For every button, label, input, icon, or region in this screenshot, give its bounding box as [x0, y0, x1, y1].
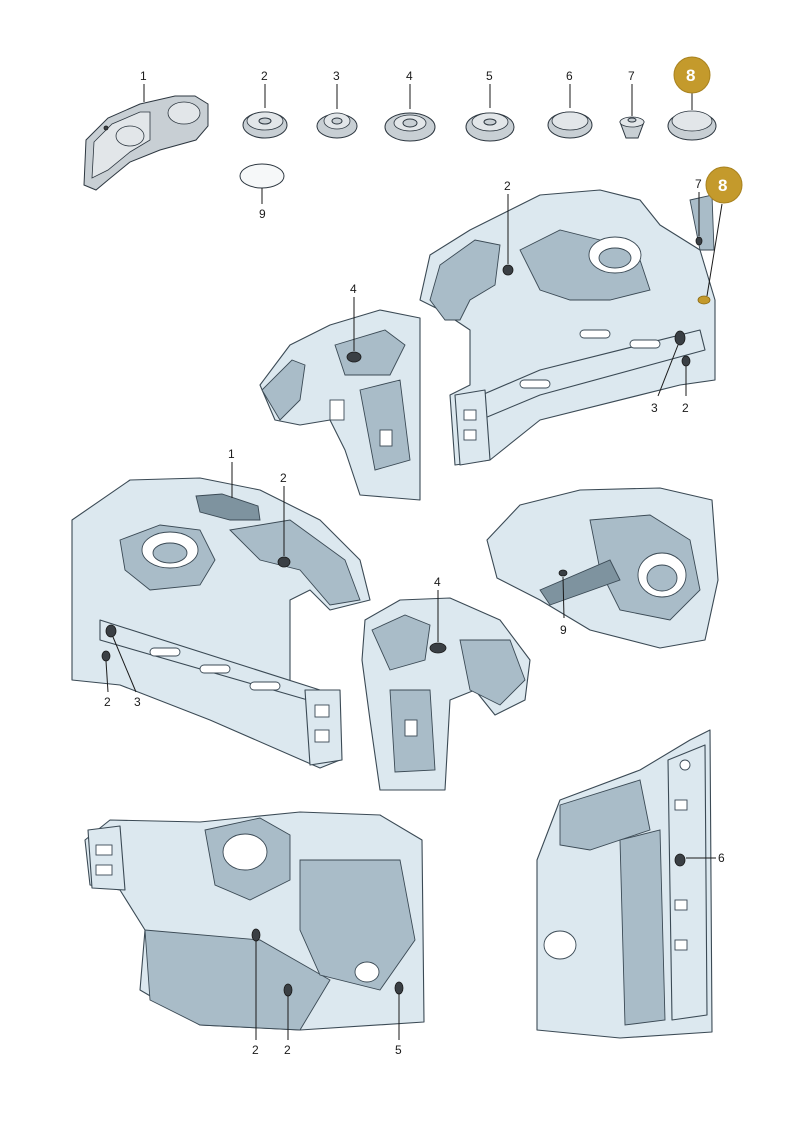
part-8-grommet[interactable]: [667, 110, 717, 141]
patch-9-location-e[interactable]: [558, 569, 568, 577]
label-part-8: 8: [686, 66, 695, 85]
label-part-5: 5: [486, 69, 493, 83]
grommet-6-location-g[interactable]: [674, 853, 686, 867]
label-a-2-bottom: 2: [682, 401, 689, 415]
part-8-badge-view-a[interactable]: 8: [705, 166, 743, 204]
leader-e-9: [562, 576, 565, 619]
label-a-3: 3: [651, 401, 658, 415]
grommet-2-location-a[interactable]: [502, 264, 514, 276]
grommet-8-location-a[interactable]: [697, 295, 711, 305]
leader-a-3: [657, 344, 679, 397]
label-c-2-top: 2: [280, 471, 287, 485]
label-b-4: 4: [350, 282, 357, 296]
part-9-patch[interactable]: [239, 163, 285, 189]
label-part-1: 1: [140, 69, 147, 83]
part-5-grommet[interactable]: [465, 112, 515, 142]
plug-7-location-a[interactable]: [695, 236, 703, 246]
view-strut-tower-left: [361, 597, 531, 791]
grommet-2-location-f2[interactable]: [283, 983, 293, 997]
view-front-right-structure: [419, 189, 716, 466]
grommet-2-location-a2[interactable]: [681, 355, 691, 367]
label-part-3: 3: [333, 69, 340, 83]
label-e-9: 9: [560, 623, 567, 637]
view-strut-tower-right: [259, 309, 421, 501]
part-8-highlight-badge[interactable]: 8: [673, 56, 711, 94]
label-c-2-bottom: 2: [104, 695, 111, 709]
label-f-2-left: 2: [252, 1043, 259, 1057]
label-f-5: 5: [395, 1043, 402, 1057]
part-1-cover[interactable]: [83, 95, 209, 191]
label-part-9: 9: [259, 207, 266, 221]
grommet-2-location-c2[interactable]: [101, 650, 111, 662]
leader-c-3: [112, 636, 137, 693]
label-c-1: 1: [228, 447, 235, 461]
grommet-3-location-c[interactable]: [105, 624, 117, 638]
grommet-4-location-b[interactable]: [346, 351, 362, 363]
grommet-2-location-f[interactable]: [251, 928, 261, 942]
grommet-5-location-f[interactable]: [394, 981, 404, 995]
part-6-grommet[interactable]: [547, 111, 593, 139]
label-a-2-top: 2: [504, 179, 511, 193]
view-front-left-structure: [71, 477, 371, 769]
view-floor-section: [84, 811, 425, 1031]
label-a-7: 7: [695, 177, 702, 191]
view-door-pillar: [536, 729, 713, 1039]
leader-c-2-bottom: [105, 660, 109, 693]
label-part-4: 4: [406, 69, 413, 83]
label-part-2: 2: [261, 69, 268, 83]
part-3-grommet[interactable]: [316, 112, 358, 139]
grommet-2-location-c[interactable]: [277, 556, 291, 568]
label-a-8: 8: [718, 176, 727, 195]
view-wheelhouse-detail: [486, 487, 719, 649]
part-4-grommet[interactable]: [384, 112, 436, 142]
label-part-6: 6: [566, 69, 573, 83]
leader-a-8: [706, 203, 723, 297]
part-2-grommet[interactable]: [242, 111, 288, 139]
grommet-4-location-d[interactable]: [429, 642, 447, 654]
label-part-7: 7: [628, 69, 635, 83]
label-d-4: 4: [434, 575, 441, 589]
label-g-6: 6: [718, 851, 725, 865]
label-c-3: 3: [134, 695, 141, 709]
label-f-2-right: 2: [284, 1043, 291, 1057]
grommet-3-location-a[interactable]: [674, 330, 686, 346]
part-7-plug[interactable]: [619, 116, 645, 139]
